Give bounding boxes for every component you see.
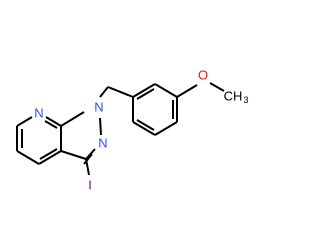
bond	[38, 150, 62, 165]
bond	[209, 82, 225, 92]
bond	[60, 111, 85, 127]
bond	[83, 153, 93, 165]
bond	[107, 86, 134, 98]
pyridine-nitrogen-label: N	[34, 106, 43, 121]
bond	[154, 121, 178, 136]
bond	[154, 83, 178, 98]
bond	[136, 88, 155, 100]
bond	[132, 83, 156, 98]
molecule-diagram: N N N I O CH 3	[16, 67, 249, 193]
bond	[85, 158, 90, 176]
methyl-label: CH	[224, 89, 243, 104]
bond	[132, 121, 156, 136]
atom-label-layer: N N N I O CH 3	[34, 68, 248, 193]
bond	[60, 150, 87, 160]
bond-layer	[16, 82, 225, 176]
oxygen-label: O	[198, 68, 208, 83]
methyl-subscript-label: 3	[243, 95, 248, 105]
bond	[16, 116, 33, 127]
bond	[99, 117, 102, 136]
bond	[39, 148, 58, 160]
bond	[45, 116, 62, 127]
bond	[44, 120, 58, 129]
bond	[99, 86, 109, 98]
n2-nitrogen-label: N	[98, 136, 107, 151]
bond	[85, 148, 96, 160]
structure-svg: N N N I O CH 3	[16, 68, 249, 193]
bond	[16, 150, 40, 165]
bond	[176, 84, 198, 98]
iodine-label: I	[88, 178, 92, 193]
bond	[136, 119, 155, 131]
n1-nitrogen-label: N	[94, 100, 103, 115]
